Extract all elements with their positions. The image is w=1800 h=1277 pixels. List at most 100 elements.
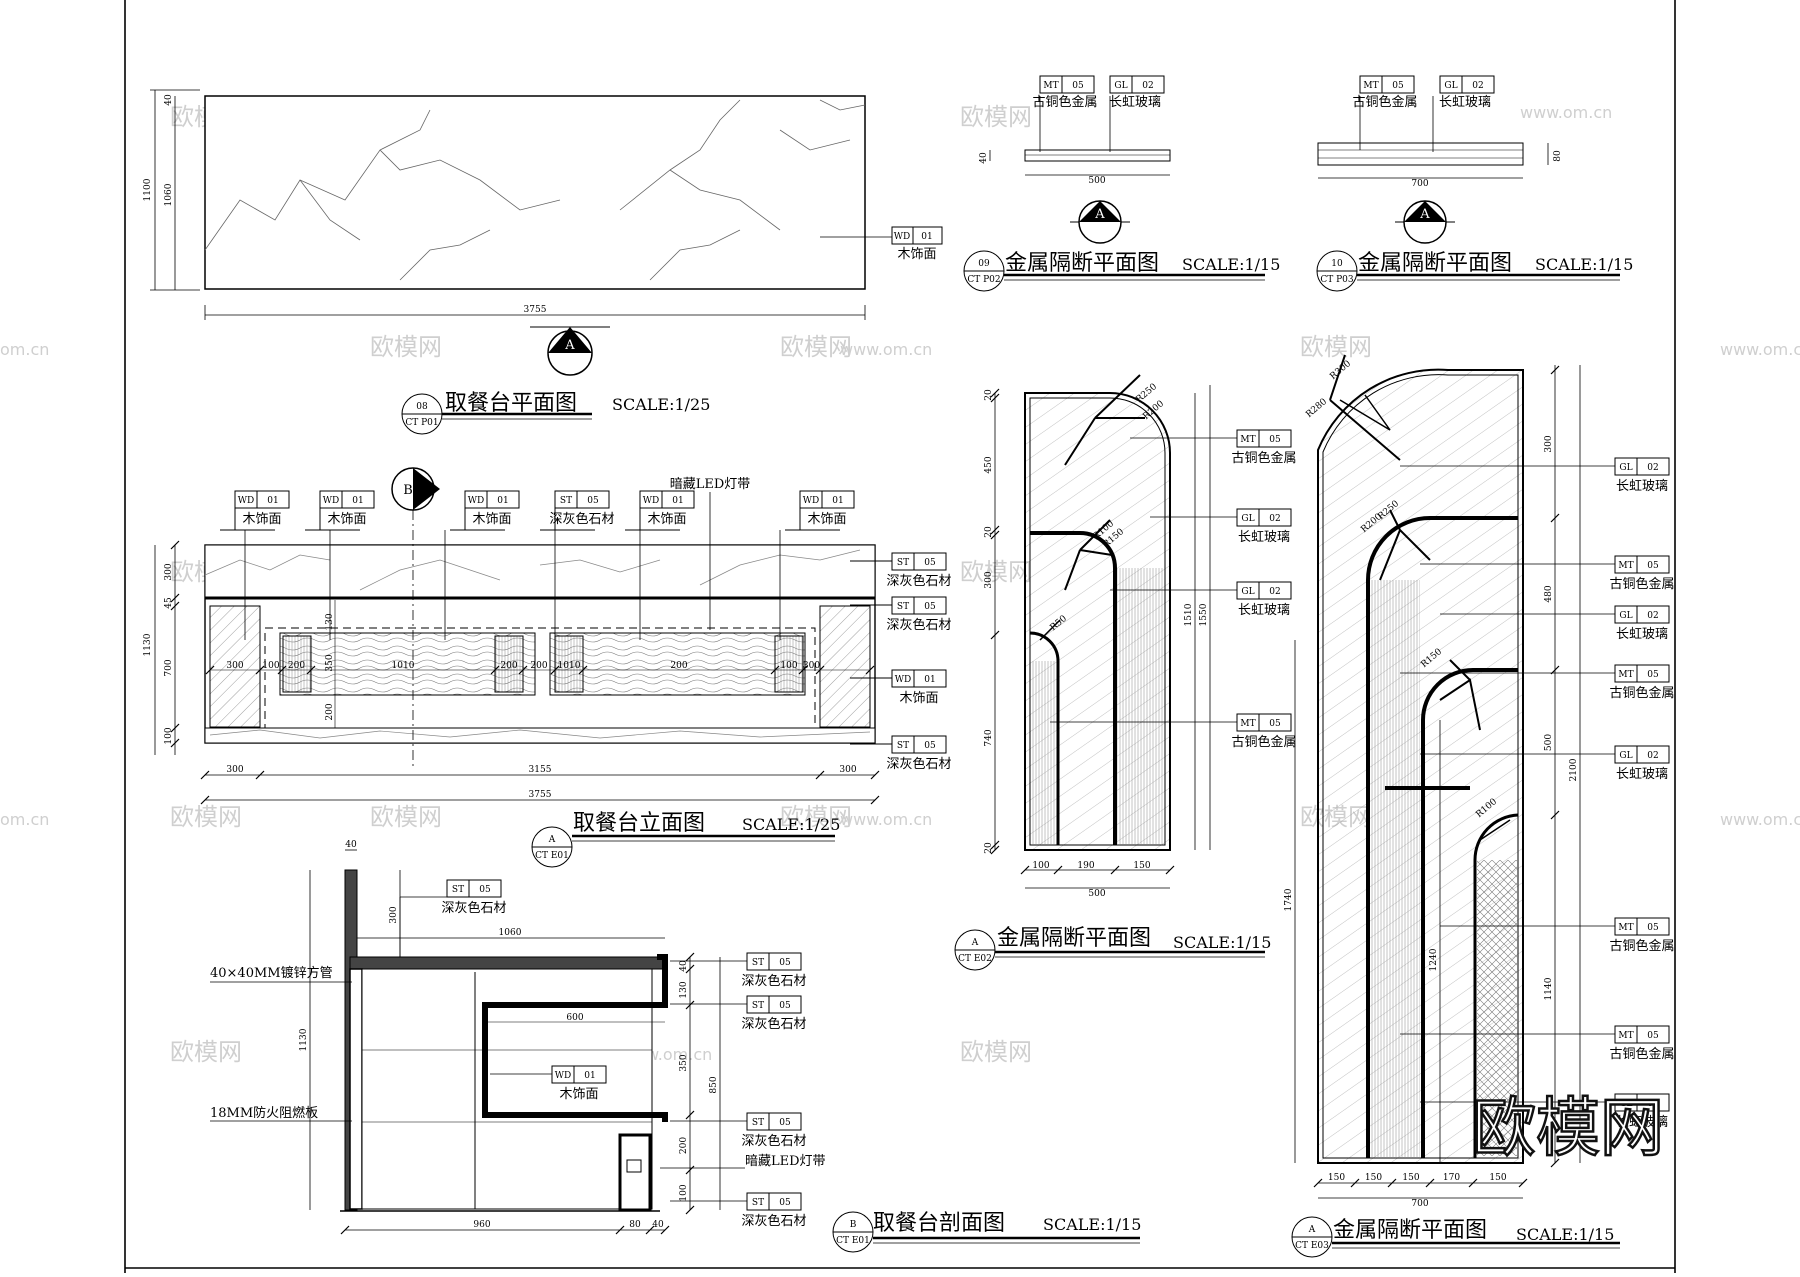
dim-tick xyxy=(660,1225,670,1235)
tag-material-name: 木饰面 xyxy=(559,1087,598,1102)
dim-value: 100 xyxy=(164,727,174,744)
svg-text:取餐台平面图: 取餐台平面图 xyxy=(445,391,577,416)
tag-box xyxy=(554,490,610,509)
tag-number: 02 xyxy=(1142,81,1153,91)
dim-value: 300 xyxy=(839,765,856,775)
tag-material-name: 长虹玻璃 xyxy=(1616,479,1668,494)
dim-tick xyxy=(578,665,588,675)
tag-box xyxy=(1236,581,1292,600)
dim-tick xyxy=(1020,865,1030,875)
tag-number: 02 xyxy=(1647,1099,1658,1109)
watermark: 欧模网 xyxy=(960,1038,1032,1066)
dim-value: 20 xyxy=(984,389,994,401)
dim-tick xyxy=(870,770,880,780)
dim-tick xyxy=(870,795,880,805)
tag-number: 02 xyxy=(1269,514,1280,524)
plan-len: 3755 xyxy=(524,305,547,315)
tag-box xyxy=(1236,429,1292,448)
tag-box xyxy=(639,490,695,509)
svg-text:01: 01 xyxy=(921,232,932,242)
svg-text:CT P01: CT P01 xyxy=(405,418,438,428)
tag-box xyxy=(1614,457,1670,476)
svg-text:CT E02: CT E02 xyxy=(958,954,992,964)
tag-box xyxy=(1039,75,1095,94)
tag-box xyxy=(551,1065,607,1084)
tag-box xyxy=(746,1112,802,1131)
dim-value: 2100 xyxy=(1569,758,1579,781)
tag-material-name: 木饰面 xyxy=(899,691,938,706)
dim-value: 100 xyxy=(679,1184,689,1201)
dim-value: 40 xyxy=(652,1220,664,1230)
dim-tick xyxy=(550,665,560,675)
svg-text:SCALE:1/15: SCALE:1/15 xyxy=(1173,933,1271,952)
tag-number: 02 xyxy=(1647,611,1658,621)
tag-box xyxy=(746,952,802,971)
pl9-section-marker: A xyxy=(1070,200,1130,244)
tag-code: ST xyxy=(560,496,572,506)
watermark-url: om.cn xyxy=(0,810,49,829)
svg-text:CT E01: CT E01 xyxy=(535,851,569,861)
watermark-url: www.om.cn xyxy=(1520,103,1612,122)
tag-code: MT xyxy=(1618,923,1633,933)
tag-number: 02 xyxy=(1647,751,1658,761)
watermark: 欧模网 xyxy=(960,558,1032,586)
dim-tick xyxy=(306,665,316,675)
svg-text:SCALE:1/25: SCALE:1/25 xyxy=(742,815,840,834)
tag-number: 01 xyxy=(352,496,363,506)
dim-value: 350 xyxy=(679,1054,689,1071)
tag-code: WD xyxy=(803,496,819,506)
dim-value: 1130 xyxy=(143,633,153,656)
pl10-title: 10 CT P03 金属隔断平面图 SCALE:1/15 xyxy=(1316,250,1633,292)
tag-box xyxy=(1236,713,1292,732)
dim-value: 1010 xyxy=(558,661,581,671)
dim-value: 300 xyxy=(164,563,174,580)
section-board-note: 18MM防火阻燃板 xyxy=(210,1105,318,1121)
tag-code: WD xyxy=(895,675,911,685)
tag-material-name: 深灰色石材 xyxy=(741,1213,806,1229)
dim-value: 170 xyxy=(1443,1173,1460,1183)
dim-tick xyxy=(518,665,528,675)
dim-tick xyxy=(685,1165,695,1175)
dim-value: 200 xyxy=(500,661,517,671)
tag-number: 05 xyxy=(1269,435,1281,445)
plan-section-marker: A xyxy=(530,326,610,376)
tag-number: 01 xyxy=(924,675,935,685)
dim-value: 480 xyxy=(1544,585,1554,602)
tag-number: 01 xyxy=(497,496,508,506)
section-tube-note: 40×40MM镀锌方管 xyxy=(210,965,333,981)
dim-value: 40 xyxy=(345,840,357,850)
tag-material-name: 深灰色石材 xyxy=(886,617,951,633)
watermark: 欧模网 xyxy=(1300,333,1372,361)
dim-tick xyxy=(990,388,1000,398)
tag-code: MT xyxy=(1240,719,1255,729)
tag-box xyxy=(891,669,947,688)
tag-box xyxy=(1614,664,1670,683)
section-led-note: 暗藏LED灯带 xyxy=(745,1154,826,1169)
svg-text:80: 80 xyxy=(1553,150,1563,162)
tag-code: ST xyxy=(752,958,764,968)
dim-tick xyxy=(1550,665,1560,675)
dim-tick xyxy=(1550,513,1560,523)
tag-code: WD xyxy=(468,496,484,506)
watermark: 欧模网 xyxy=(960,103,1032,131)
svg-text:取餐台剖面图: 取餐台剖面图 xyxy=(873,1211,1005,1236)
tag-code: ST xyxy=(752,1198,764,1208)
watermark-url: www.om.cn xyxy=(1720,340,1800,359)
dim-tick xyxy=(1110,865,1120,875)
dim-value: 150 xyxy=(1328,1173,1345,1183)
tag-material-name: 古铜色金属 xyxy=(1609,576,1674,592)
dim-value: 300 xyxy=(226,661,243,671)
dim-tick xyxy=(685,952,695,962)
tag-code: ST xyxy=(452,885,464,895)
dim-tick xyxy=(255,665,265,675)
dim-tick xyxy=(770,665,780,675)
tag-code: MT xyxy=(1618,670,1633,680)
